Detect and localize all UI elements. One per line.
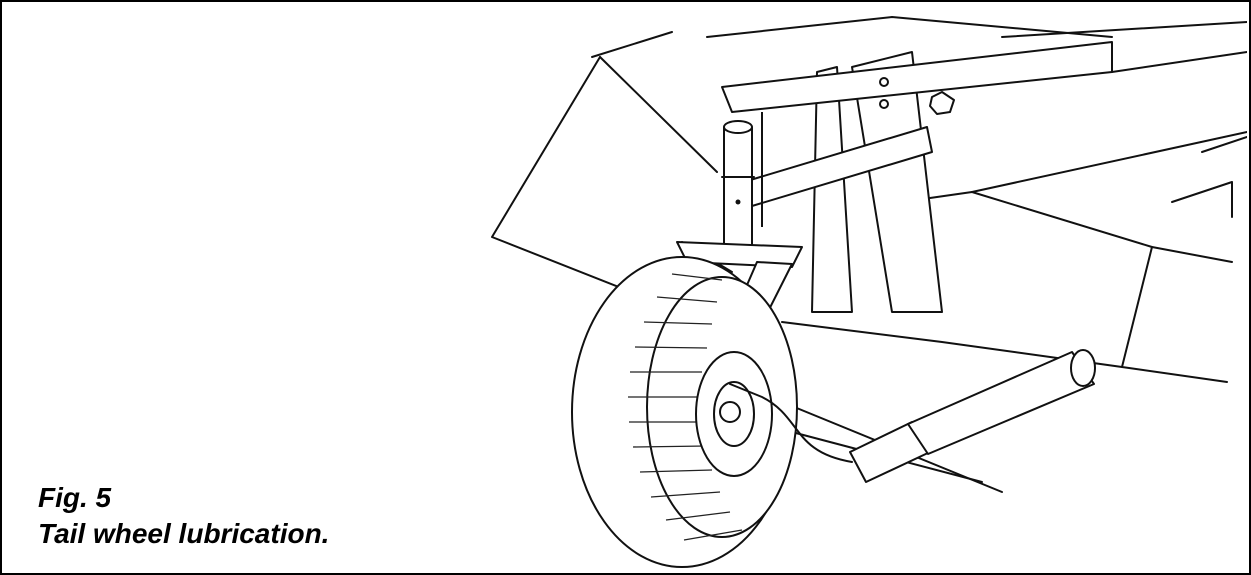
figure-number: Fig. 5 — [38, 482, 112, 513]
grease-gun — [729, 349, 1096, 483]
tail-wheel — [571, 256, 798, 568]
tail-wheel-illustration — [472, 12, 1247, 572]
spindle-post — [721, 120, 755, 253]
hitch-frame — [721, 41, 1113, 313]
figure-caption-text: Tail wheel lubrication. — [38, 518, 330, 549]
figure-caption: Fig. 5 Tail wheel lubrication. — [38, 480, 329, 552]
